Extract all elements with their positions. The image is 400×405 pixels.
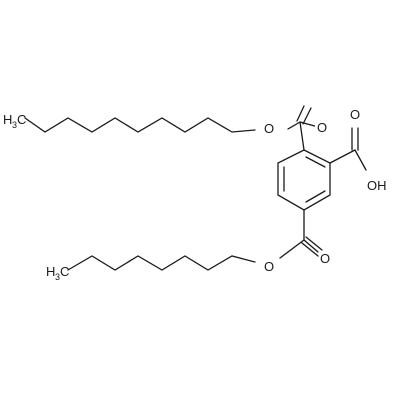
atom-o-top-carbonyl: O [317,120,327,135]
bottom-alkyl-chain [67,255,256,271]
atom-c-bottom: C [60,264,69,279]
atom-oh-acid: OH [367,178,387,193]
atom-o-top-ester: O [264,121,274,136]
atom-o-bottom-ester: O [264,259,274,274]
atom-h-top-subscript: 3 [12,120,17,130]
acid-ring-bond [329,149,356,164]
acid-c-oh-bond [354,149,367,171]
bottom-carbonyl-double-2 [305,236,323,251]
top-carbonyl-double-2 [302,107,312,125]
atom-labels: H 3 C O O O OH O O H 3 C [3,107,387,282]
bond-lines [24,105,367,271]
benzene-ring [277,149,331,211]
atom-h-top: H [3,112,12,127]
atom-h-bottom-subscript: 3 [55,272,60,282]
top-carbonyl-double-1 [296,105,305,122]
top-ester-o-c-bond [287,121,301,130]
ring-double-2 [305,190,326,203]
atom-c-top: C [17,112,26,127]
bottom-carbonyl-double-1 [301,242,319,257]
top-ester-ring-bond [299,121,305,151]
atom-o-bottom-carbonyl: O [320,251,330,266]
ring-double-1 [305,156,326,168]
atom-o-acid-carbonyl: O [350,107,360,122]
top-alkyl-chain [24,117,256,133]
bottom-ester-o-c-bond [279,239,305,259]
bottom-carbonyl-c-bond [303,239,319,253]
atom-h-bottom: H [46,264,55,279]
